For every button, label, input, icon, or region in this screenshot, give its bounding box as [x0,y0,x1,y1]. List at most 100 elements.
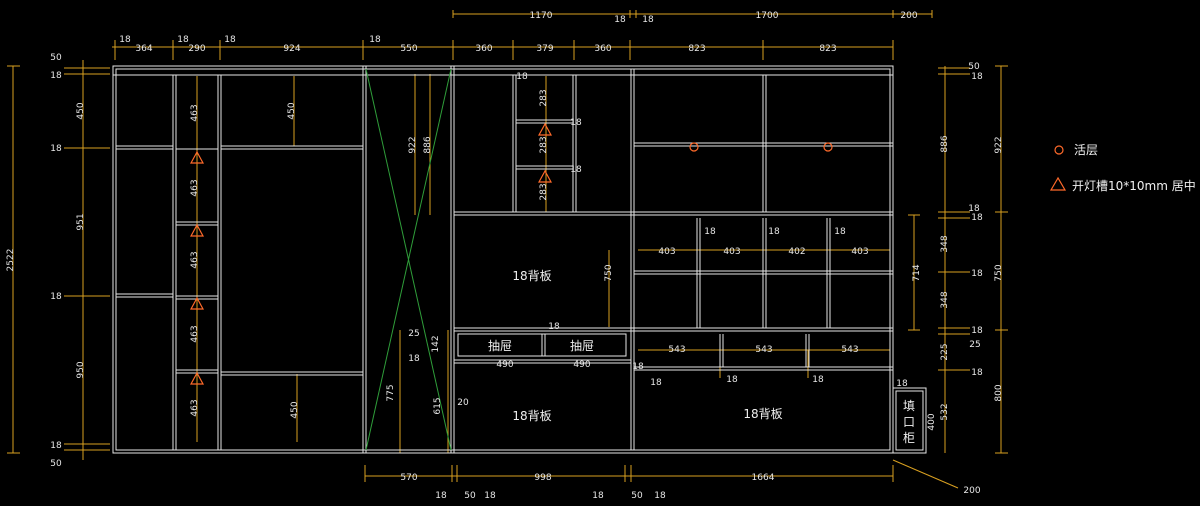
dim-text: 25 [969,340,980,350]
dim-text: 18 [50,144,62,154]
dim-text: 200 [900,11,917,21]
active-shelf-markers [689,142,833,152]
dim-text: 18 [834,227,846,237]
legend: 活层 开灯槽10*10mm 居中 [1049,143,1196,193]
dim-text: 750 [604,264,614,281]
dim-text: 18 [968,204,980,214]
dim-text: 950 [76,361,86,378]
back-panel-label: 18背板 [512,269,551,283]
dim-text: 463 [190,399,200,416]
dim-text: 543 [668,345,685,355]
dim-text: 400 [927,413,937,430]
dim-text: 463 [190,325,200,342]
dim-text: 379 [536,44,553,54]
dim-text: 402 [788,247,805,257]
top-dims-upper: 1170 18 18 1700 200 [530,11,918,25]
dim-text: 18 [726,375,738,385]
drawer-label: 抽屉 [488,339,512,353]
dim-text: 823 [688,44,705,54]
top-dims-lower: 18 364 18 290 18 924 18 550 360 379 360 … [119,35,836,54]
dim-text: 18 [654,491,666,501]
dim-text: 463 [190,179,200,196]
dim-text: 20 [457,398,469,408]
upper-shelf-dims: 18 283 18 283 18 283 [516,72,582,201]
filler-label: 填 [903,399,915,413]
dim-text: 403 [851,247,868,257]
dim-text: 403 [723,247,740,257]
dim-text: 225 [940,343,950,360]
dim-text: 18 [570,165,582,175]
dim-text: 18 [971,368,983,378]
dim-text: 450 [287,102,297,119]
dim-text: 2522 [6,249,16,272]
dim-text: 50 [968,62,980,72]
dim-text: 18 [971,326,983,336]
dim-text: 18 [570,118,582,128]
dim-text: 360 [475,44,492,54]
right-dims: 50 18 886 18 18 348 18 348 18 225 25 18 … [927,62,1004,431]
back-panel-label: 18背板 [743,407,782,421]
dim-text: 924 [283,44,300,54]
dim-text: 18 [768,227,780,237]
dim-text: 998 [534,473,551,483]
dim-text: 18 [704,227,716,237]
dim-text: 50 [50,53,62,63]
filler-dim: 18 [896,379,908,389]
dim-text: 18 [812,375,824,385]
triangle-marker-icon [1049,176,1067,191]
dim-text: 18 [484,491,496,501]
dim-text: 18 [119,35,131,45]
dim-text: 750 [994,264,1004,281]
triangle-marker-icon [189,371,205,385]
dim-text: 550 [400,44,417,54]
dim-text: 364 [135,44,152,54]
light-slot-markers [189,122,553,385]
dim-text: 714 [912,264,922,281]
dim-text: 348 [940,235,950,252]
dim-text: 18 [642,15,654,25]
door-swing-diagonals [365,68,452,451]
dim-text: 463 [190,251,200,268]
dim-text: 18 [592,491,604,501]
dim-text: 800 [994,384,1004,401]
circle-marker-icon [1054,145,1064,155]
left-cabinet-dims: 463 463 463 463 463 450 450 [190,102,300,418]
legend-light-slot: 开灯槽10*10mm 居中 [1072,178,1196,193]
dim-text: 615 [433,397,443,414]
dim-text: 18 [50,292,62,302]
filler-label: 柜 [903,431,915,445]
dim-text: 18 [435,491,447,501]
dim-text: 290 [188,44,205,54]
dim-text: 775 [386,384,396,401]
dim-text: 532 [940,403,950,420]
dim-text: 360 [594,44,611,54]
dim-text: 50 [50,459,62,469]
circle-marker-icon [689,142,699,152]
left-dims: 50 18 450 18 951 18 950 18 50 2522 [6,53,86,469]
dim-text: 1170 [530,11,553,21]
drawer-dims: 490 490 18 750 18 [496,264,662,388]
dim-text: 490 [496,360,513,370]
dim-text: 18 [516,72,528,82]
dim-text: 18 [650,378,662,388]
dim-text: 886 [423,136,433,153]
dim-text: 18 [177,35,189,45]
triangle-marker-icon [189,296,205,310]
dim-text: 450 [76,102,86,119]
dim-text: 886 [940,135,950,152]
circle-marker-icon [823,142,833,152]
dim-text: 490 [573,360,590,370]
dim-text: 18 [224,35,236,45]
dim-text: 463 [190,104,200,121]
dim-text: 403 [658,247,675,257]
dim-text: 922 [994,136,1004,153]
dim-text: 142 [431,335,441,352]
dim-text: 348 [940,291,950,308]
dim-text: 18 [614,15,626,25]
dim-text: 18 [50,71,62,81]
dim-text: 18 [971,72,983,82]
dim-text: 18 [971,269,983,279]
middle-dims: 922 886 25 142 18 775 615 20 [386,136,469,414]
dim-text: 1664 [752,473,775,483]
